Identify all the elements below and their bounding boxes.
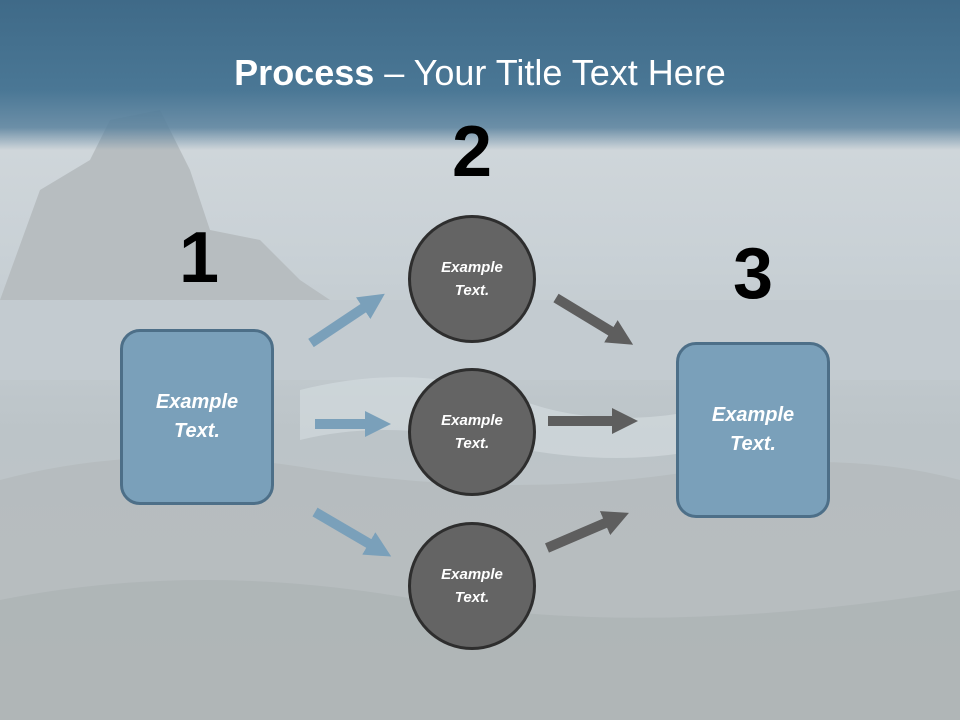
arrow-from-bottom-circle bbox=[545, 511, 629, 553]
arrow-to-top-circle bbox=[308, 293, 385, 348]
title-bold: Process bbox=[234, 52, 375, 93]
title-rest: – Your Title Text Here bbox=[374, 52, 726, 93]
left-step-box-label: Example Text. bbox=[155, 391, 239, 442]
step-number-3: 3 bbox=[732, 234, 774, 314]
top-circle: Example Text. bbox=[408, 215, 536, 343]
right-step-box: Example Text. bbox=[676, 342, 830, 518]
arrow-from-top-circle bbox=[553, 293, 634, 345]
right-step-box-label: Example Text. bbox=[711, 404, 795, 455]
middle-circle-label: Example Text. bbox=[441, 412, 503, 452]
bottom-circle: Example Text. bbox=[408, 522, 536, 650]
middle-circle: Example Text. bbox=[408, 368, 536, 496]
slide-title: Process – Your Title Text Here bbox=[0, 52, 960, 94]
bottom-circle-label: Example Text. bbox=[441, 566, 503, 606]
top-circle-label: Example Text. bbox=[441, 259, 503, 299]
step-number-1: 1 bbox=[178, 218, 220, 298]
left-step-box: Example Text. bbox=[120, 329, 274, 505]
arrow-to-bottom-circle bbox=[312, 507, 392, 557]
step-number-2: 2 bbox=[451, 112, 493, 192]
title-bar bbox=[0, 0, 960, 150]
